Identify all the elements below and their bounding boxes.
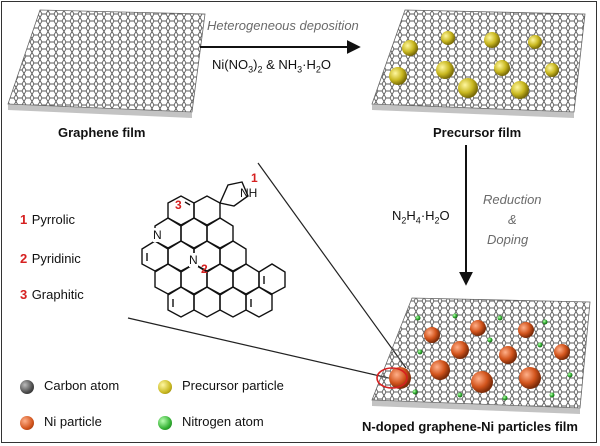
graphene-film-caption: Graphene film <box>58 125 146 140</box>
type-label: Graphitic <box>31 287 84 302</box>
molecule-nh-label: NH <box>240 186 258 200</box>
nitrogen-atoms <box>412 313 573 401</box>
zoom-highlight-ring <box>376 367 408 389</box>
nitrogen-type-3: 3 Graphitic <box>20 286 84 304</box>
precursor-particle-swatch <box>158 380 172 394</box>
molecule-n-label-b: N <box>189 253 198 267</box>
reagent-sub-4: 2 <box>315 64 321 75</box>
reagent-sub-1: 3 <box>248 64 254 75</box>
precursor-film-caption: Precursor film <box>433 125 522 140</box>
legend-carbon-label: Carbon atom <box>44 378 120 393</box>
type-number: 3 <box>20 287 28 302</box>
hydrazine-text-2: H <box>406 208 416 223</box>
type-label: Pyridinic <box>31 251 81 266</box>
type-number: 2 <box>20 251 28 266</box>
reagent-text-1: Ni(NO <box>212 57 249 72</box>
nitrogen-doped-molecule <box>141 181 286 318</box>
hydrazine-text-1: N <box>392 208 402 223</box>
reagent-text-3: & NH <box>262 57 298 72</box>
deposition-label: Heterogeneous deposition <box>207 18 359 33</box>
legend-precursor-label: Precursor particle <box>182 378 284 393</box>
zoom-line-top <box>257 162 407 369</box>
ndoped-film-sheet <box>371 297 591 414</box>
reagent-text-5: O <box>320 57 332 72</box>
doping-step-label: Doping <box>487 232 529 247</box>
nitrogen-type-1: 1 Pyrrolic <box>20 211 75 229</box>
reduction-reagent: N2H4·H2O <box>392 208 450 226</box>
type-label: Pyrrolic <box>31 212 76 227</box>
hydrazine-sub-1: 2 <box>401 215 407 226</box>
nitrogen-atom-swatch <box>158 416 172 430</box>
deposition-reagents: Ni(NO3)2 & NH3·H2O <box>212 57 331 75</box>
precursor-particles <box>389 31 559 99</box>
ndoped-film-caption: N-doped graphene-Ni particles film <box>362 419 578 434</box>
legend-ni-label: Ni particle <box>44 414 102 429</box>
hydrazine-sub-3: 2 <box>434 215 440 226</box>
type-number: 1 <box>20 212 28 227</box>
molecule-n-label-a: N <box>153 228 162 242</box>
nitrogen-type-2: 2 Pyridinic <box>20 250 81 268</box>
molecule-number-1: 1 <box>251 171 258 185</box>
reagent-sub-3: 3 <box>297 64 303 75</box>
molecule-number-3: 3 <box>175 198 182 212</box>
reduction-step-label: Reduction <box>483 192 542 207</box>
molecule-number-2: 2 <box>201 262 208 276</box>
reagent-text-2: ) <box>253 57 258 72</box>
legend-nitrogen-label: Nitrogen atom <box>182 414 264 429</box>
hydrazine-text-4: O <box>439 208 450 223</box>
reagent-sub-2: 2 <box>257 64 263 75</box>
hydrazine-sub-2: 4 <box>415 215 421 226</box>
reagent-text-4: ·H <box>302 57 316 72</box>
hydrazine-text-3: ·H <box>420 208 435 223</box>
zoom-line-bottom <box>127 317 407 383</box>
graphene-film-sheet <box>7 9 206 118</box>
ni-particles <box>389 320 570 393</box>
carbon-atom-swatch <box>20 380 34 394</box>
precursor-film-sheet <box>371 9 586 118</box>
ni-particle-swatch <box>20 416 34 430</box>
ampersand-step-label: & <box>508 212 517 227</box>
